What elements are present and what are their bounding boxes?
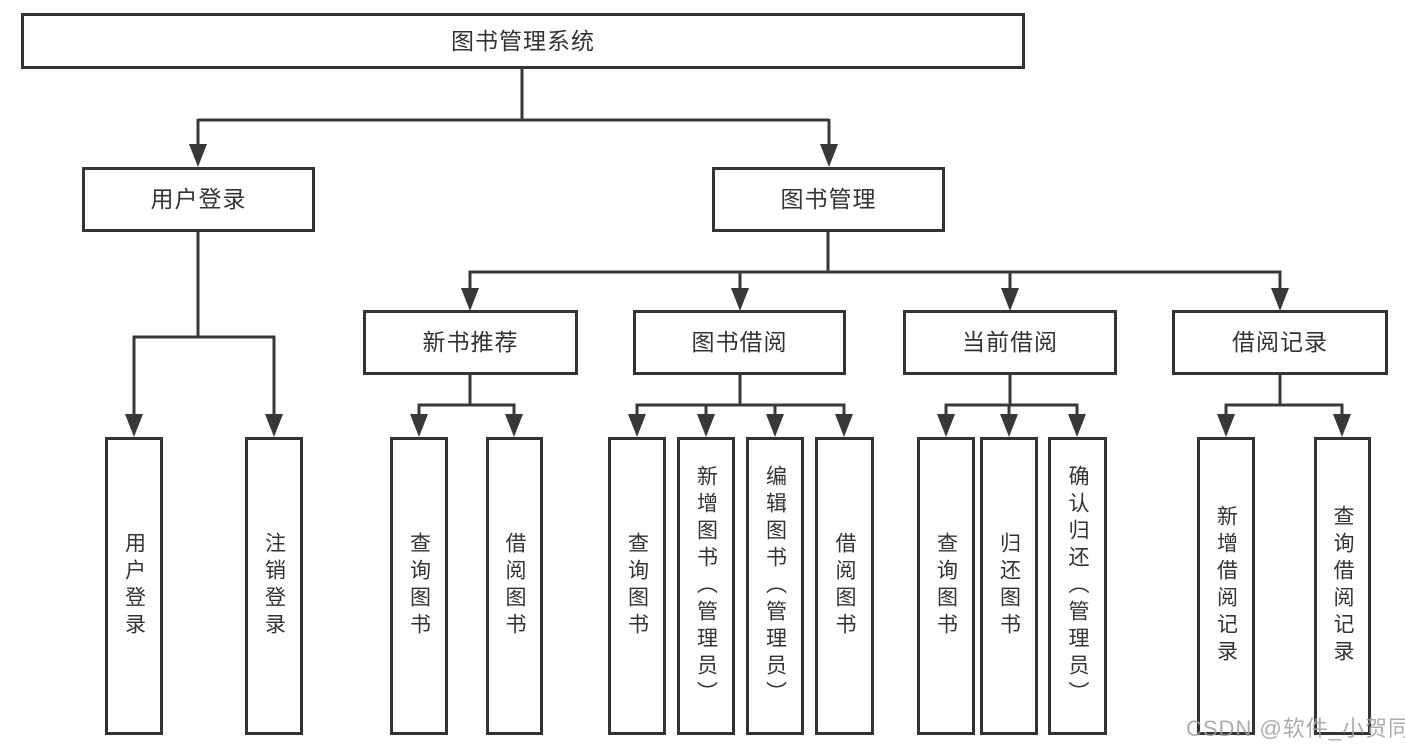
leaf-confirm-return-admin: 确认归还（管理员） <box>1048 437 1107 735</box>
leaf-logout: 注销登录 <box>245 437 303 735</box>
leaf-query-borrow-record: 查询借阅记录 <box>1314 437 1371 735</box>
node-current-borrowing: 当前借阅 <box>903 310 1117 375</box>
leaf-borrow-books: 借阅图书 <box>815 437 874 735</box>
leaf-add-book-admin: 新增图书（管理员） <box>677 437 735 735</box>
leaf-query-books-borrowing: 查询图书 <box>608 437 666 735</box>
leaf-user-login: 用户登录 <box>105 437 163 735</box>
node-new-book-recommend: 新书推荐 <box>363 310 578 375</box>
leaf-borrow-books-recommend: 借阅图书 <box>486 437 543 735</box>
leaf-add-borrow-record: 新增借阅记录 <box>1197 437 1255 735</box>
node-root-system: 图书管理系统 <box>21 13 1025 69</box>
leaf-edit-book-admin: 编辑图书（管理员） <box>746 437 804 735</box>
leaf-query-books-current: 查询图书 <box>917 437 975 735</box>
node-user-login: 用户登录 <box>82 167 315 232</box>
node-book-management: 图书管理 <box>712 167 945 232</box>
node-borrowing-records: 借阅记录 <box>1172 310 1388 375</box>
csdn-watermark: CSDN @软件_小贺同学 <box>1186 716 1405 741</box>
leaf-return-book: 归还图书 <box>980 437 1038 735</box>
leaf-query-books-recommend: 查询图书 <box>390 437 448 735</box>
node-book-borrowing: 图书借阅 <box>633 310 846 375</box>
